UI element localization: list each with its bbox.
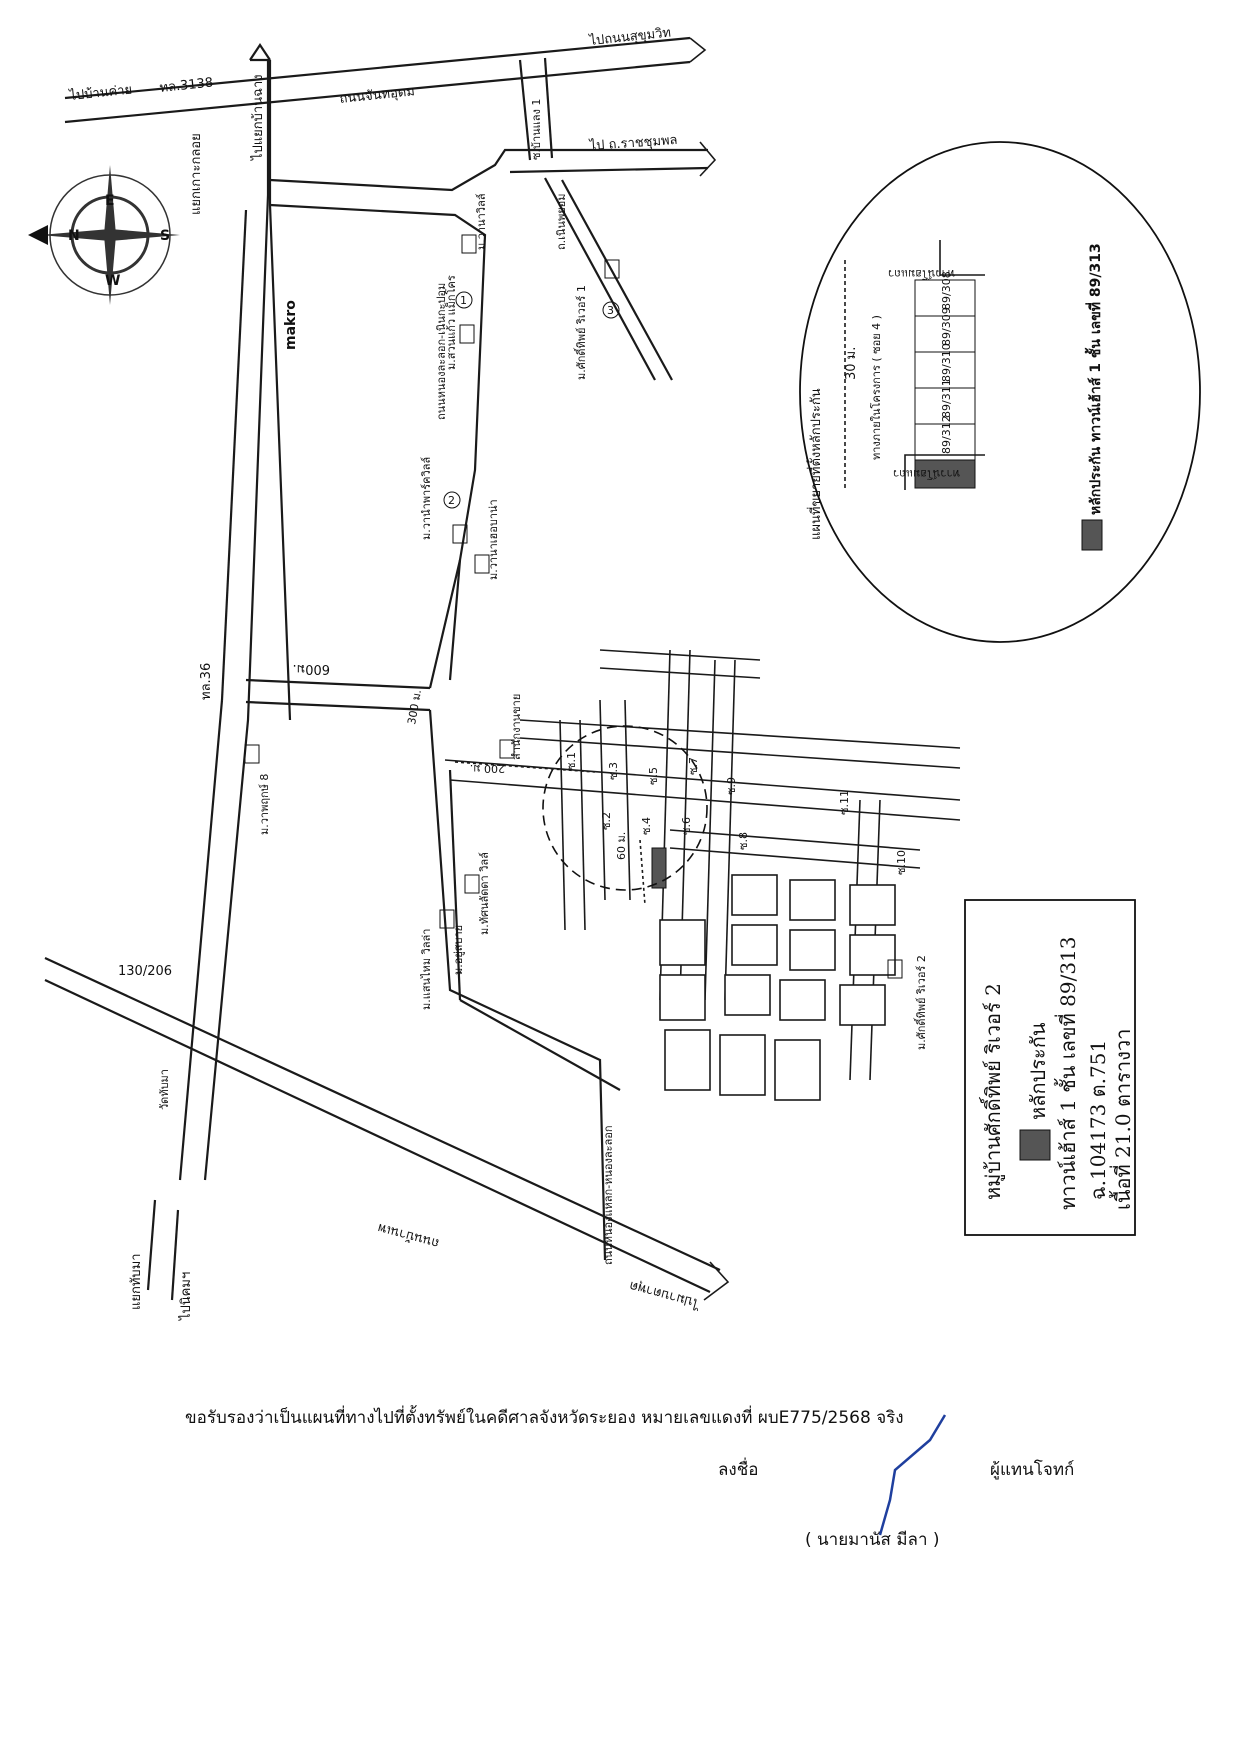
num-markers	[443, 291, 620, 509]
label-to-nikhom: ไปนิคมฯ	[178, 1272, 194, 1321]
label-to-ban-khai: ไปบ้านค่าย	[68, 81, 133, 104]
label-route-bottom: 130/206	[118, 964, 172, 979]
legend-line3: เนื้อที่ 21.0 ตารางวา	[1109, 1029, 1135, 1210]
village-8-label: ม.วาพฤกษ์ 8	[258, 774, 271, 835]
inset-side-top: ทาวน์โฮมแถว	[888, 267, 955, 281]
unit-308: 89/308	[940, 271, 953, 310]
location-map: ไปบ้านค่าย ทล.3138 ไปถนนสุขุมวิท ถนนจันท…	[28, 25, 1201, 1321]
collateral-marker	[651, 847, 667, 889]
compass-w: W	[105, 273, 120, 289]
sign-label: ลงชื่อ	[718, 1460, 759, 1480]
certification-footer: ขอรับรองว่าเป็นแผนที่ทางไปที่ตั้งทรัพย์ใ…	[0, 1400, 1241, 1755]
compass-rose	[28, 165, 180, 305]
label-dist-300: 300 ม.	[405, 689, 424, 726]
unit-309: 89/309	[940, 307, 953, 346]
compass-e: E	[105, 193, 115, 209]
soi-11: ซ.11	[838, 790, 851, 815]
label-to-sukhumvit: ไปถนนสุขุมวิท	[588, 25, 672, 50]
village-nikhom-label: ม.ทัศนลัดดา วิลล์	[478, 852, 491, 935]
label-to-ratchachumphon: ไป ถ.ราชชุมพล	[588, 132, 678, 154]
legend-line2: ฉ.104173 ต.751	[1086, 1040, 1110, 1200]
legend-swatch	[1019, 1129, 1051, 1161]
soi-1: ซ.1	[565, 752, 578, 770]
label-nong-lalok-road: ถนนหนองแหลก-หนองละลอก	[602, 1125, 615, 1265]
village-3-label: ม.ศักดิ์ทิพย์ ริเวอร์ 1	[573, 285, 588, 380]
soi-10: ซ.10	[895, 850, 908, 875]
label-dist-60: 60 ม.	[615, 832, 628, 860]
sales-office-label: สำนักงานขาย	[510, 694, 523, 760]
label-chanthaudom: ถนนจันทอุดม	[339, 84, 416, 107]
soi-8: ซ.8	[737, 832, 750, 850]
zoom-circle	[542, 725, 708, 891]
label-junction: แยกเกาะกลอย	[189, 133, 204, 215]
village-river2-label: ม.ศักดิ์ทิพย์ ริเวอร์ 2	[913, 955, 928, 1050]
village-1-label: ม.สวนแก้ว แม็กโคร	[444, 275, 458, 370]
legend-title: หมู่บ้านศักดิ์ทิพย์ ริเวอร์ 2	[978, 983, 1006, 1200]
legend-collateral: หลักประกัน	[1026, 1022, 1050, 1120]
label-to-junction: ไปแยกบ้านฉาง	[250, 74, 266, 161]
inset-legend: หลักประกัน ทาวน์เฮ้าส์ 1 ชั้น เลขที่ 89/…	[1084, 243, 1104, 515]
legend-line1: ทาวน์เฮ้าส์ 1 ชั้น เลขที่ 89/313	[1054, 936, 1080, 1210]
inset-units	[914, 279, 976, 489]
compass-s: S	[160, 228, 170, 244]
village-2-label: ม.วานำพาร์ควิลล์	[420, 457, 433, 540]
inset-side-bottom: ทาวน์โฮมแถว	[893, 467, 960, 481]
village-yu-label: ม.อยู่สบาย	[452, 925, 465, 975]
unit-311: 89/311	[940, 379, 953, 418]
marker-3: 3	[607, 304, 614, 317]
soi-5: ซ.5	[647, 767, 660, 785]
role-label: ผู้แทนโจทก์	[990, 1460, 1075, 1480]
unit-312: 89/312	[940, 415, 953, 454]
soi-7: ซ.7	[687, 757, 700, 775]
label-route-36: ทล.36	[199, 663, 214, 700]
soi-3: ซ.3	[607, 762, 620, 780]
signature	[878, 1414, 947, 1536]
certify-text: ขอรับรองว่าเป็นแผนที่ทางไปที่ตั้งทรัพย์ใ…	[185, 1408, 904, 1428]
village-1b-label: ม.วานาวิลล์	[475, 194, 488, 250]
marker-2: 2	[448, 494, 455, 507]
soi-2: ซ.2	[600, 812, 613, 830]
signer-name: ( นายมานัส มีลา )	[805, 1530, 940, 1550]
label-dist-600: 600ม.	[292, 661, 330, 676]
inset-ellipse	[799, 141, 1201, 643]
label-nong-phayom: ถ.เนินพยอม	[555, 193, 568, 250]
inset-title: แผนที่ขยายที่ตั้งหลักประกัน	[806, 388, 824, 540]
compass-n: N	[68, 228, 80, 244]
wat-thap-ma-label: วัดทับมา	[158, 1069, 171, 1110]
inset-road: ทางภายในโครงการ ( ซอย 4 )	[869, 315, 883, 460]
soi-9: ซ.9	[725, 777, 738, 795]
label-road-bottom: ถนนบ้านเพ	[376, 1220, 441, 1251]
makro-label: makro	[283, 300, 299, 350]
village-icons	[244, 234, 903, 979]
estate-blocks	[659, 874, 896, 1101]
village-2b-label: ม.วานาเฮอบาน่า	[487, 499, 500, 580]
inset-legend-swatch	[1081, 519, 1103, 551]
soi-6: ซ.6	[680, 817, 693, 835]
label-main-road: ถนนหนองละลอก-เนินกะปอม	[435, 283, 448, 420]
village-phum-label: ม.แสนไหม วิลล่า	[420, 929, 433, 1010]
marker-1: 1	[460, 294, 467, 307]
unit-310: 89/310	[940, 343, 953, 382]
legend-box	[964, 899, 1136, 1236]
soi-4: ซ.4	[640, 817, 653, 835]
inset-distance: 30 ม.	[844, 347, 859, 380]
label-soi-1: ซ.บ้านแลง 1	[530, 99, 543, 160]
label-to-wat-thap-ma: แยกทับมา	[129, 1253, 144, 1310]
label-dist-200: 200 ม.	[470, 762, 505, 775]
label-route-3138: ทล.3138	[159, 75, 214, 96]
